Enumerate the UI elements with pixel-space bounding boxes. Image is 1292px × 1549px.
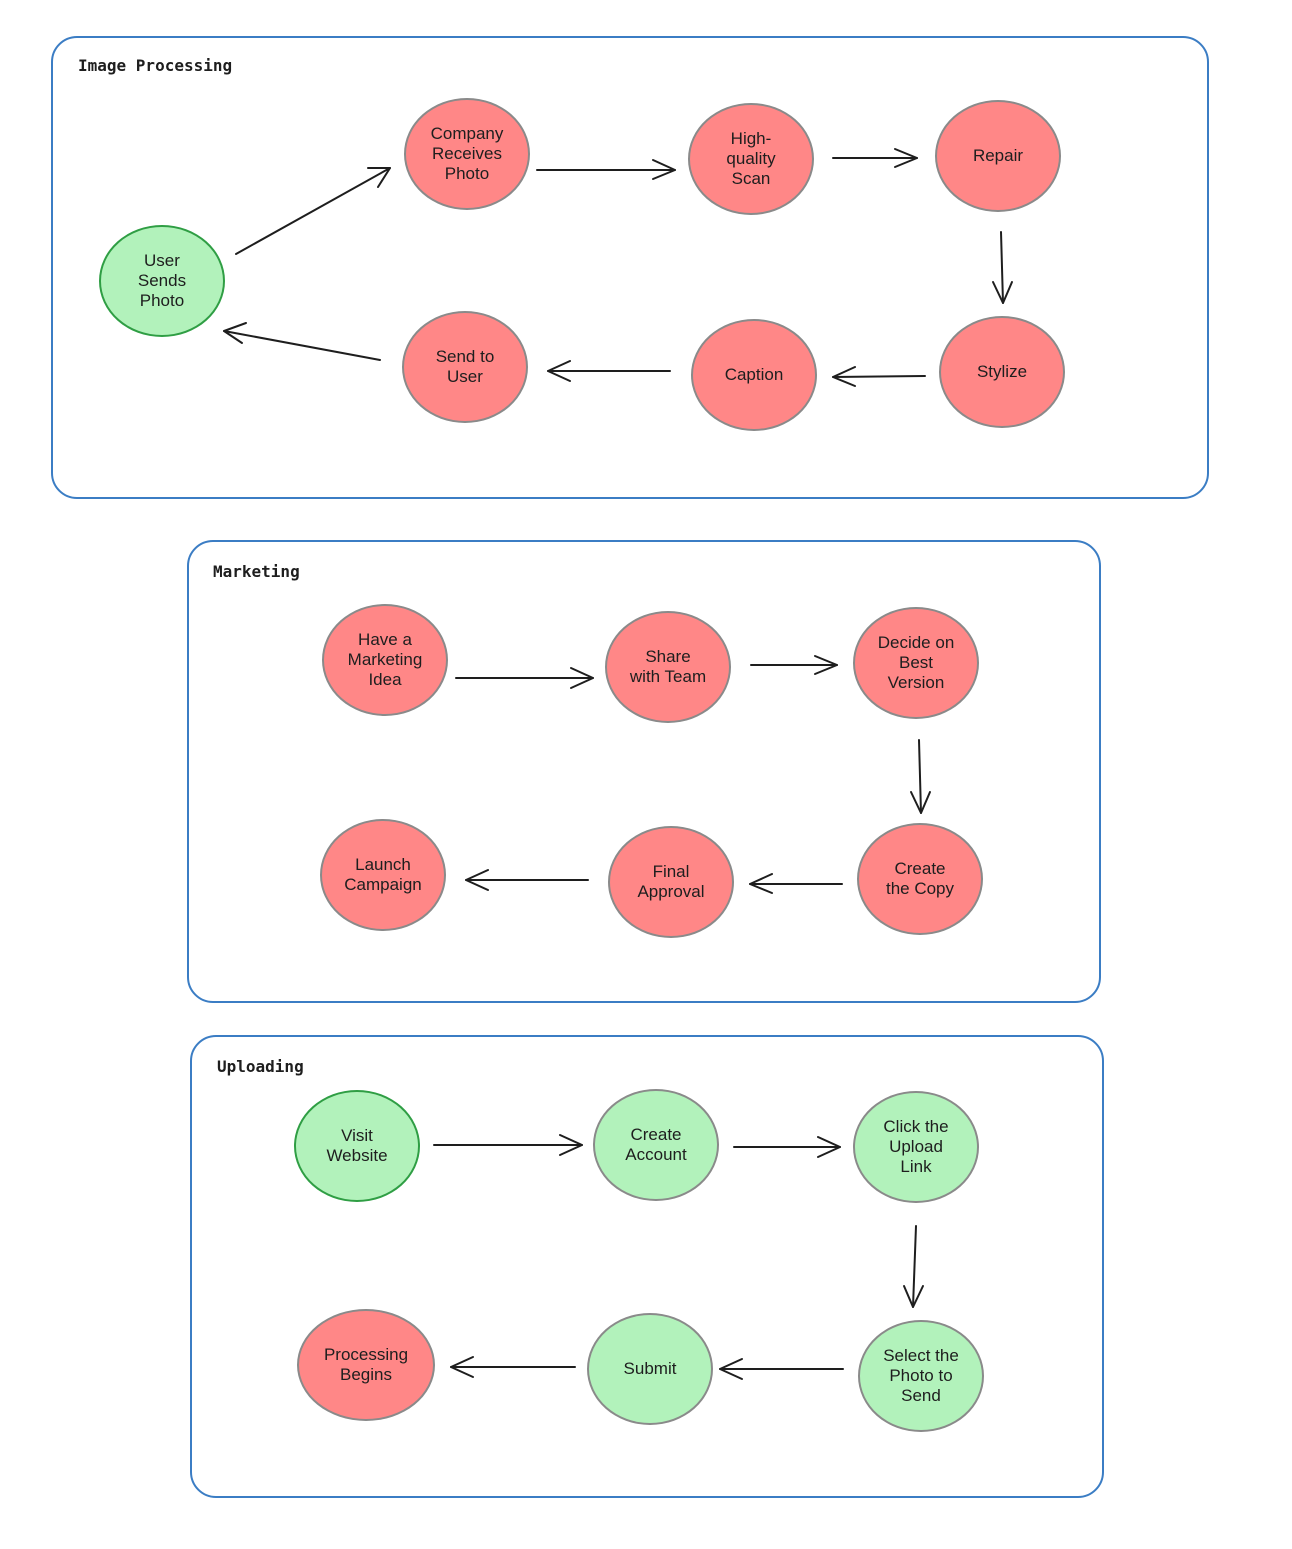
panel-marketing <box>187 540 1101 1003</box>
node-label: Send to User <box>435 347 495 386</box>
node-decide-best-version: Decide on Best Version <box>853 607 979 719</box>
node-click-upload-link: Click the Upload Link <box>853 1091 979 1203</box>
panel-title-uploading: Uploading <box>217 1057 304 1076</box>
node-visit-website: Visit Website <box>294 1090 420 1202</box>
node-stylize: Stylize <box>939 316 1065 428</box>
node-label: User Sends Photo <box>137 251 187 310</box>
node-have-marketing-idea: Have a Marketing Idea <box>322 604 448 716</box>
node-label: Processing Begins <box>323 1345 409 1384</box>
node-label: Decide on Best Version <box>877 633 955 692</box>
node-company-receives-photo: Company Receives Photo <box>404 98 530 210</box>
node-label: Create Account <box>625 1125 687 1164</box>
node-processing-begins: Processing Begins <box>297 1309 435 1421</box>
panel-title-image-processing: Image Processing <box>78 56 233 75</box>
node-label: Launch Campaign <box>344 855 422 894</box>
node-repair: Repair <box>935 100 1061 212</box>
node-submit: Submit <box>587 1313 713 1425</box>
panel-uploading <box>190 1035 1104 1498</box>
node-label: Create the Copy <box>885 859 955 898</box>
node-label: Have a Marketing Idea <box>347 630 423 689</box>
node-caption: Caption <box>691 319 817 431</box>
node-label: High- quality Scan <box>726 129 776 188</box>
node-create-account: Create Account <box>593 1089 719 1201</box>
node-label: Stylize <box>976 362 1028 381</box>
node-label: Final Approval <box>637 862 705 901</box>
node-label: Caption <box>724 365 784 384</box>
node-share-with-team: Share with Team <box>605 611 731 723</box>
node-label: Share with Team <box>629 647 707 686</box>
node-launch-campaign: Launch Campaign <box>320 819 446 931</box>
node-label: Visit Website <box>326 1126 388 1165</box>
node-high-quality-scan: High- quality Scan <box>688 103 814 215</box>
node-label: Submit <box>623 1359 677 1378</box>
node-select-photo-to-send: Select the Photo to Send <box>858 1320 984 1432</box>
node-user-sends-photo: User Sends Photo <box>99 225 225 337</box>
node-label: Click the Upload Link <box>883 1117 949 1176</box>
node-label: Select the Photo to Send <box>883 1346 959 1405</box>
node-send-to-user: Send to User <box>402 311 528 423</box>
node-label: Company Receives Photo <box>430 124 504 183</box>
node-final-approval: Final Approval <box>608 826 734 938</box>
node-label: Repair <box>972 146 1024 165</box>
panel-title-marketing: Marketing <box>213 562 300 581</box>
node-create-the-copy: Create the Copy <box>857 823 983 935</box>
panel-image-processing <box>51 36 1209 499</box>
